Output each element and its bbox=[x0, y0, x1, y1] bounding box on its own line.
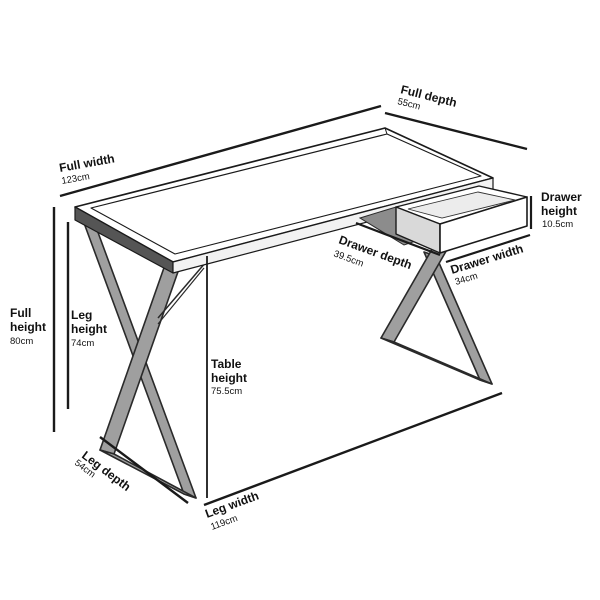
full-depth-value: 55cm bbox=[396, 96, 421, 112]
desk-inner-tray bbox=[90, 133, 482, 255]
leg-height-title-line1: Leg bbox=[71, 308, 92, 322]
full-width-line bbox=[59, 104, 382, 198]
leg-width-line bbox=[203, 391, 503, 507]
drawer bbox=[358, 185, 528, 254]
full-height-title-line2: height bbox=[10, 320, 46, 334]
leg-height-label: Leg height 74cm bbox=[71, 308, 107, 349]
dimension-lines bbox=[52, 104, 533, 507]
full-depth-label: Full depth 55cm bbox=[396, 82, 458, 112]
leg-height-title-line2: height bbox=[71, 322, 107, 336]
full-depth-line bbox=[384, 111, 528, 151]
drawer-depth-line bbox=[355, 221, 441, 257]
drawer-inner bbox=[407, 191, 516, 219]
desk-top bbox=[74, 127, 494, 274]
full-width-value: 123cm bbox=[61, 171, 91, 187]
table-height-title-line1: Table bbox=[211, 357, 242, 371]
leg-depth-line bbox=[99, 436, 189, 504]
full-height-value: 80cm bbox=[10, 336, 33, 347]
table-height-value: 75.5cm bbox=[211, 386, 242, 397]
drawer-front bbox=[439, 196, 528, 254]
leg-height-value: 74cm bbox=[71, 338, 94, 349]
drawer-height-title-line2: height bbox=[541, 204, 577, 218]
desk-illustration bbox=[74, 127, 528, 499]
full-height-label: Full height 80cm bbox=[10, 306, 46, 347]
drawer-height-title-line1: Drawer bbox=[541, 190, 582, 204]
drawer-height-value: 10.5cm bbox=[542, 219, 573, 230]
table-height-label: Table height 75.5cm bbox=[211, 357, 247, 397]
full-height-title-line1: Full bbox=[10, 306, 31, 320]
table-height-title-line2: height bbox=[211, 371, 247, 385]
drawer-height-label: Drawer height 10.5cm bbox=[541, 190, 582, 230]
drawer-width-line bbox=[445, 233, 531, 264]
